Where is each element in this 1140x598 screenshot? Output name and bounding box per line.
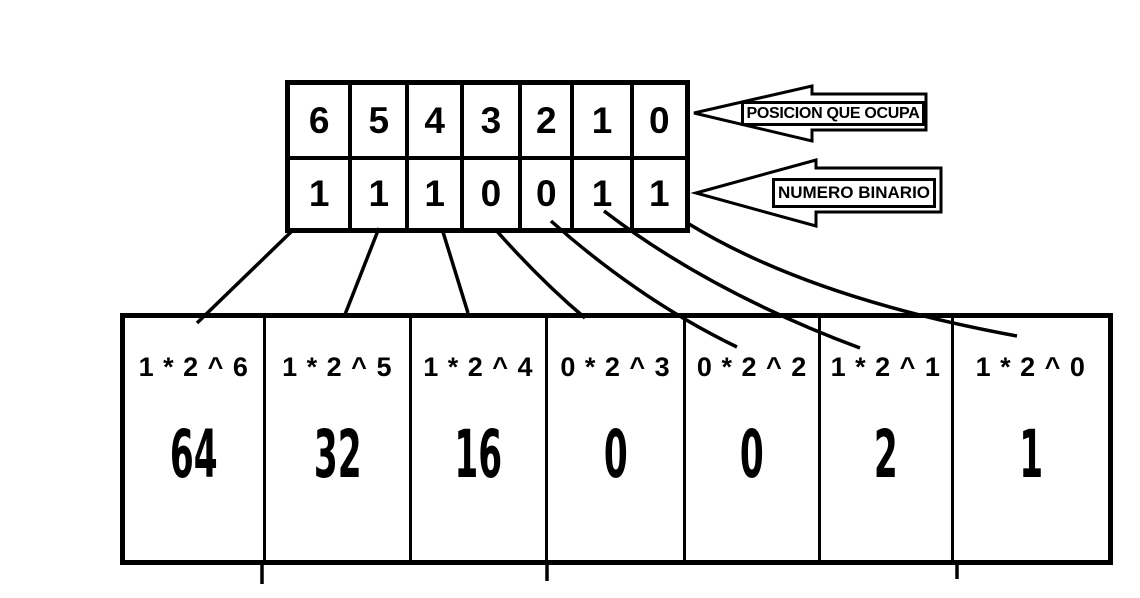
power-column: 1 * 2 ^ 4 16 [412, 318, 548, 560]
connector-line [195, 229, 294, 325]
power-formula: 1 * 2 ^ 1 [830, 352, 941, 382]
binary-digit-cell: 1 [409, 160, 464, 228]
power-formula: 1 * 2 ^ 4 [423, 352, 534, 382]
position-cell: 2 [522, 85, 575, 160]
position-cell: 6 [290, 85, 353, 160]
connector-line [441, 231, 470, 314]
power-values-table: 1 * 2 ^ 6 64 1 * 2 ^ 5 32 1 * 2 ^ 4 16 0… [120, 313, 1113, 565]
connector-line [342, 227, 381, 318]
position-binary-table: 6 5 4 3 2 1 0 1 1 1 0 0 1 1 [285, 80, 690, 233]
power-column: 0 * 2 ^ 3 0 [548, 318, 687, 560]
power-formula: 1 * 2 ^ 5 [282, 352, 393, 382]
power-value: 64 [169, 416, 218, 493]
binary-digit-cell: 0 [464, 160, 523, 228]
position-cell: 4 [409, 85, 464, 160]
power-column: 1 * 2 ^ 1 2 [821, 318, 954, 560]
power-formula: 0 * 2 ^ 3 [560, 352, 671, 382]
divider-ticks [260, 563, 959, 584]
power-value: 1 [1018, 416, 1043, 493]
binary-digit-cell: 1 [290, 160, 353, 228]
binary-digit-cell: 1 [352, 160, 410, 228]
binary-arrow-label: NUMERO BINARIO [772, 178, 936, 208]
power-column: 1 * 2 ^ 6 64 [125, 318, 266, 560]
power-formula: 0 * 2 ^ 2 [696, 352, 808, 382]
power-value: 32 [313, 416, 362, 493]
power-formula: 1 * 2 ^ 6 [138, 352, 249, 382]
power-value: 16 [454, 416, 503, 493]
binary-digit-cell: 1 [649, 173, 670, 214]
connector-line [493, 227, 587, 320]
position-cell: 3 [463, 85, 523, 160]
power-column: 0 * 2 ^ 2 0 [686, 318, 821, 560]
power-value: 2 [873, 416, 898, 493]
binary-digit-cell: 1 [574, 160, 634, 228]
position-cell: 1 [574, 85, 634, 160]
binary-digit-cell: 0 [522, 160, 575, 228]
power-column: 1 * 2 ^ 5 32 [266, 318, 413, 560]
power-column: 1 * 2 ^ 0 1 [954, 318, 1108, 560]
position-cell: 0 [633, 85, 685, 160]
position-arrow-label: POSICION QUE OCUPA [741, 101, 925, 126]
power-value: 0 [740, 416, 765, 493]
position-cell: 5 [352, 85, 410, 160]
power-formula: 1 * 2 ^ 0 [975, 352, 1086, 382]
power-value: 0 [603, 416, 628, 493]
